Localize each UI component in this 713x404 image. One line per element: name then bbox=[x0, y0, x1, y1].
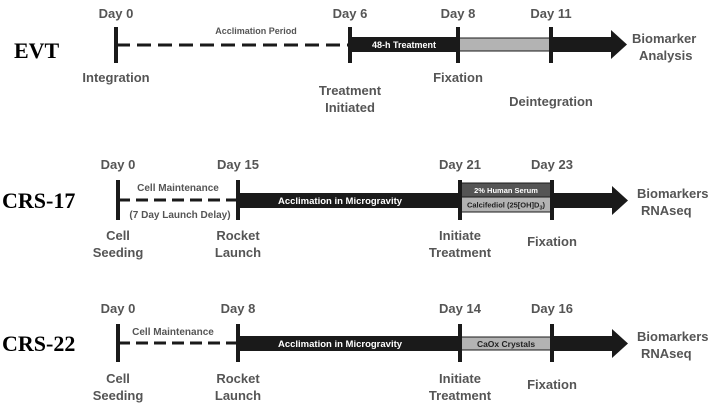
crs17-tick-day21 bbox=[458, 180, 462, 220]
evt-timeline: EVT Day 0 Day 6 Day 8 Day 11 Acclimation… bbox=[14, 6, 696, 115]
crs17-acclimation-bar bbox=[238, 193, 460, 208]
crs17-launch-line2: Launch bbox=[215, 245, 261, 260]
crs17-day21-label: Day 21 bbox=[439, 157, 481, 172]
crs22-arrow-head bbox=[612, 329, 628, 358]
crs17-endpoint-line1: Biomarkers bbox=[637, 186, 709, 201]
crs17-seeding-line2: Seeding bbox=[93, 245, 144, 260]
crs22-launch-line1: Rocket bbox=[216, 371, 260, 386]
crs17-day23-label: Day 23 bbox=[531, 157, 573, 172]
crs17-seeding-line1: Cell bbox=[106, 228, 130, 243]
evt-treatment-label: 48-h Treatment bbox=[372, 40, 436, 50]
crs17-cell-maintenance-label: Cell Maintenance bbox=[137, 183, 219, 194]
crs22-tick-day0 bbox=[116, 324, 120, 362]
crs17-endpoint-line2: RNAseq bbox=[641, 203, 692, 218]
crs22-acclimation-bar bbox=[238, 336, 460, 351]
evt-fixation-label: Fixation bbox=[433, 70, 483, 85]
evt-day6-label: Day 6 bbox=[333, 6, 368, 21]
evt-gray-segment bbox=[457, 37, 552, 52]
evt-tick-day8 bbox=[456, 27, 460, 63]
crs22-arrow-shaft bbox=[552, 336, 612, 351]
evt-day8-label: Day 8 bbox=[441, 6, 476, 21]
evt-integration-label: Integration bbox=[82, 70, 149, 85]
crs17-timeline: CRS-17 Day 0 Day 15 Day 21 Day 23 Cell M… bbox=[2, 157, 709, 260]
crs22-label: CRS-22 bbox=[2, 331, 75, 356]
crs22-fixation-label: Fixation bbox=[527, 377, 577, 392]
evt-treatment-bar bbox=[350, 37, 458, 52]
evt-tick-day11 bbox=[549, 27, 553, 63]
crs17-fixation-label: Fixation bbox=[527, 234, 577, 249]
evt-treatment-initiated-line1: Treatment bbox=[319, 83, 382, 98]
evt-arrow-head bbox=[611, 30, 627, 59]
crs22-cell-maintenance-label: Cell Maintenance bbox=[132, 327, 214, 338]
crs22-seeding-line1: Cell bbox=[106, 371, 130, 386]
crs22-day14-label: Day 14 bbox=[439, 301, 482, 316]
crs17-tick-day15 bbox=[236, 180, 240, 220]
crs22-day0-label: Day 0 bbox=[101, 301, 136, 316]
evt-day0-label: Day 0 bbox=[99, 6, 134, 21]
crs17-launch-line1: Rocket bbox=[216, 228, 260, 243]
evt-deintegration-label: Deintegration bbox=[509, 94, 593, 109]
evt-endpoint-line2: Analysis bbox=[639, 48, 692, 63]
crs22-seeding-line2: Seeding bbox=[93, 388, 144, 403]
evt-day11-label: Day 11 bbox=[530, 6, 571, 21]
crs17-label: CRS-17 bbox=[2, 188, 75, 213]
crs17-day0-label: Day 0 bbox=[101, 157, 136, 172]
evt-endpoint-line1: Biomarker bbox=[632, 31, 696, 46]
evt-acclimation-label: Acclimation Period bbox=[215, 26, 297, 36]
crs17-acclimation-label: Acclimation in Microgravity bbox=[278, 196, 403, 207]
crs22-day8-label: Day 8 bbox=[221, 301, 256, 316]
crs22-caox-label: CaOx Crystals bbox=[477, 339, 535, 349]
evt-label: EVT bbox=[14, 38, 60, 63]
crs17-day15-label: Day 15 bbox=[217, 157, 259, 172]
crs17-arrow-shaft bbox=[552, 193, 612, 208]
crs22-day16-label: Day 16 bbox=[531, 301, 573, 316]
crs17-initiate-line2: Treatment bbox=[429, 245, 492, 260]
evt-tick-day6 bbox=[348, 27, 352, 63]
crs17-launch-delay-label: (7 Day Launch Delay) bbox=[129, 210, 230, 221]
evt-treatment-initiated-line2: Initiated bbox=[325, 100, 375, 115]
crs17-initiate-line1: Initiate bbox=[439, 228, 481, 243]
crs22-timeline: CRS-22 Day 0 Day 8 Day 14 Day 16 Cell Ma… bbox=[2, 301, 709, 403]
crs22-endpoint-line1: Biomarkers bbox=[637, 329, 709, 344]
crs22-initiate-line1: Initiate bbox=[439, 371, 481, 386]
crs17-calcifediol-label: Calcifediol (25[OH]D3) bbox=[467, 201, 546, 212]
crs22-tick-day16 bbox=[550, 324, 554, 362]
crs22-endpoint-line2: RNAseq bbox=[641, 346, 692, 361]
crs17-arrow-head bbox=[612, 186, 628, 215]
crs17-tick-day23 bbox=[550, 180, 554, 220]
crs22-launch-line2: Launch bbox=[215, 388, 261, 403]
crs22-initiate-line2: Treatment bbox=[429, 388, 492, 403]
crs17-tick-day0 bbox=[116, 180, 120, 220]
evt-tick-day0 bbox=[114, 27, 118, 63]
crs17-serum-label: 2% Human Serum bbox=[474, 186, 538, 195]
crs22-tick-day14 bbox=[458, 324, 462, 362]
crs22-tick-day8 bbox=[236, 324, 240, 362]
crs22-acclimation-label: Acclimation in Microgravity bbox=[278, 339, 403, 350]
evt-arrow-shaft bbox=[551, 37, 611, 52]
